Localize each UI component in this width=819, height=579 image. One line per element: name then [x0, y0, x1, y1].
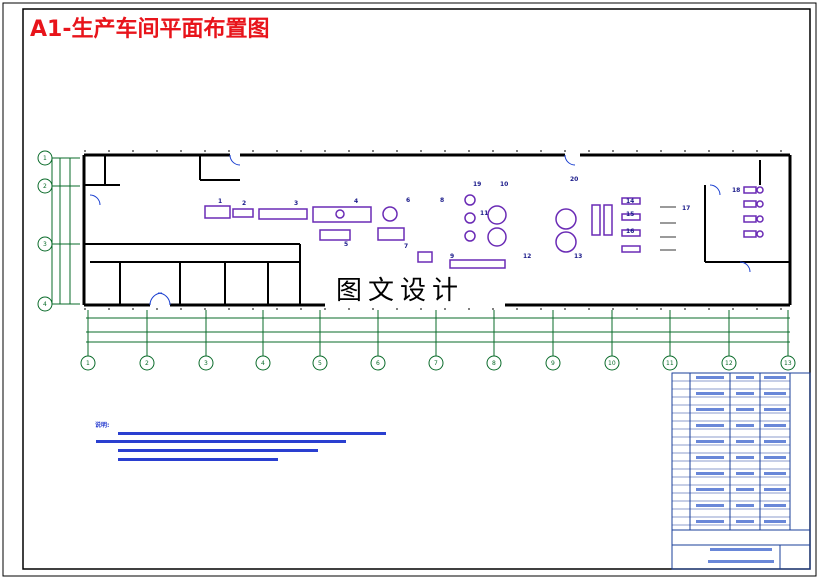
- title-block-rows: [672, 380, 790, 526]
- flow-arrows: [660, 206, 676, 251]
- drawing-title: A1-生产车间平面布置图: [30, 16, 269, 42]
- column-axes: [80, 310, 796, 371]
- col-axis-label: 1: [86, 360, 90, 367]
- equipment-number: 8: [440, 197, 444, 204]
- row-axis-label: 4: [43, 301, 47, 308]
- equipment-number: 13: [574, 253, 582, 260]
- col-axis-label: 6: [376, 360, 380, 367]
- interior-partitions: [84, 155, 790, 305]
- equipment-number: 12: [523, 253, 531, 260]
- row-axis-labels: 1 2 3 4: [43, 155, 47, 308]
- equipment-number: 20: [570, 176, 578, 183]
- row-axis-label: 2: [43, 183, 47, 190]
- row-axis-label: 3: [43, 241, 47, 248]
- equipment-number: 15: [626, 211, 634, 218]
- col-axis-label: 11: [666, 360, 674, 367]
- equipment-number: 17: [682, 205, 690, 212]
- title-block-fill: [696, 376, 786, 563]
- inner-border: [22, 8, 811, 570]
- column-axis-labels: 1 2 3 4 5 6 7 8 9 10 11 12 13: [86, 360, 792, 367]
- row-axis-label: 1: [43, 155, 47, 162]
- equipment-number: 6: [406, 197, 410, 204]
- equipment-number: 3: [294, 200, 298, 207]
- equipment-number: 18: [732, 187, 740, 194]
- notes-title: 说明:: [95, 421, 109, 429]
- equipment-number: 19: [473, 181, 481, 188]
- doors: [89, 154, 751, 306]
- col-axis-label: 4: [261, 360, 265, 367]
- title-block: [671, 372, 811, 570]
- watermark-box: [325, 274, 505, 308]
- col-axis-label: 10: [608, 360, 616, 367]
- col-axis-label: 12: [725, 360, 733, 367]
- equipment-number: 11: [480, 210, 488, 217]
- equipment-number: 4: [354, 198, 358, 205]
- equipment-numbers: 1 2 3 4 5 6 7 8 9 10 11 12 13 14 15 16 1…: [218, 176, 740, 260]
- col-axis-label: 7: [434, 360, 438, 367]
- row-axes: [37, 150, 80, 312]
- equipment-number: 2: [242, 200, 246, 207]
- equipment-number: 1: [218, 198, 222, 205]
- equipment-number: 5: [344, 241, 348, 248]
- equipment-number: 14: [626, 198, 634, 205]
- equipment-number: 9: [450, 253, 454, 260]
- equipment-number: 7: [404, 243, 408, 250]
- notes-lines: [96, 432, 386, 461]
- col-axis-label: 9: [551, 360, 555, 367]
- equipment-number: 10: [500, 181, 508, 188]
- col-axis-label: 13: [784, 360, 792, 367]
- col-axis-label: 8: [492, 360, 496, 367]
- col-axis-label: 3: [204, 360, 208, 367]
- col-axis-label: 2: [145, 360, 149, 367]
- col-axis-label: 5: [318, 360, 322, 367]
- watermark: 图文设计: [336, 276, 464, 306]
- equipment-group: [204, 186, 764, 269]
- equipment-number: 16: [626, 228, 634, 235]
